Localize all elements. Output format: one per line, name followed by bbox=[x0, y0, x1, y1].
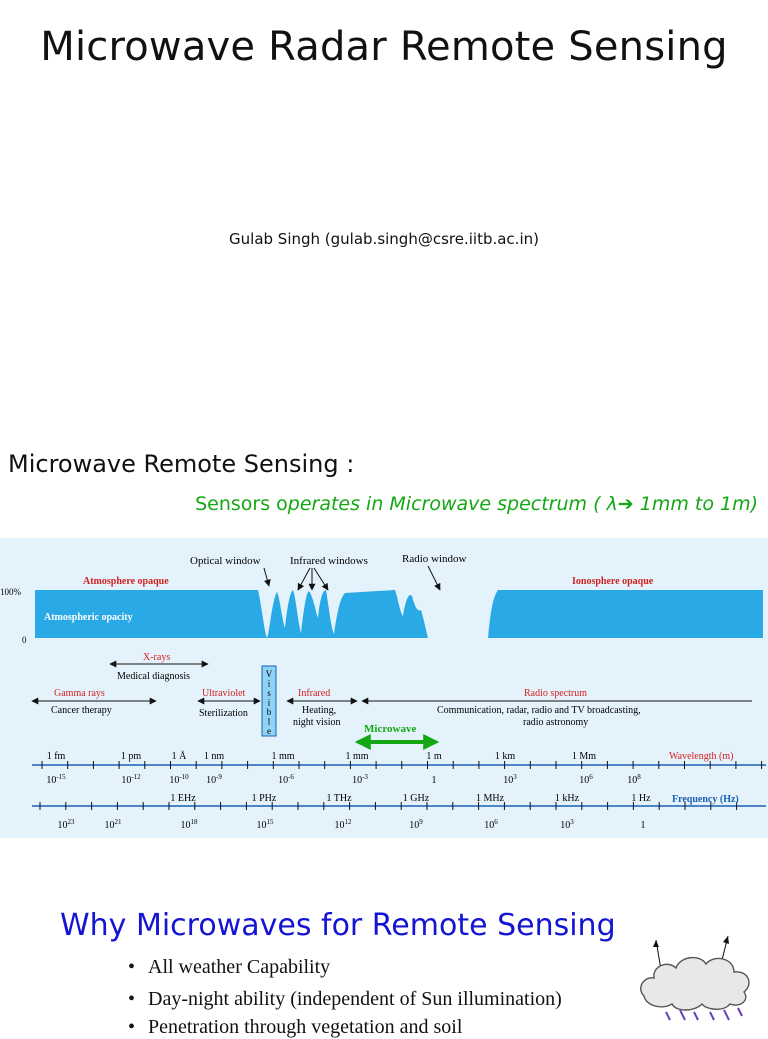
bullet-text: All weather Capability bbox=[148, 956, 331, 978]
frequency-unit-label: 1 Hz bbox=[631, 793, 651, 804]
wavelength-exponent-label: 103 bbox=[503, 773, 517, 786]
wavelength-unit-label: 1 fm bbox=[47, 751, 66, 762]
gamma-label: Gamma rays bbox=[54, 688, 105, 699]
heating-label: Heating, bbox=[302, 705, 336, 716]
wavelength-exponent-label: 106 bbox=[579, 773, 593, 786]
wavelength-unit-label: 1 nm bbox=[204, 751, 225, 762]
visible-letter: l bbox=[268, 717, 271, 727]
wavelength-exponent-label: 10-12 bbox=[121, 773, 141, 786]
frequency-exponent-label: 1021 bbox=[105, 818, 123, 831]
bullet-text: Penetration through vegetation and soil bbox=[148, 1016, 463, 1038]
subtitle-part-a: Sensors o bbox=[195, 493, 288, 515]
y-bottom-label: 0 bbox=[22, 635, 27, 645]
uv-label: Ultraviolet bbox=[202, 688, 246, 699]
sterilization-label: Sterilization bbox=[199, 708, 248, 719]
ir-arrow-1 bbox=[297, 567, 311, 591]
wavelength-unit-label: 1 mm bbox=[345, 751, 368, 762]
slide-title: Microwave Radar Remote Sensing bbox=[40, 24, 728, 70]
wavelength-unit-labels: 1 fm 1 pm 1 Å 1 nm 1 mm 1 mm 1 m 1 km 1 Mm bbox=[47, 750, 597, 762]
wavelength-exponent-label: 108 bbox=[627, 773, 641, 786]
spectrum-diagram: Atmospheric opacity 100% 0 Atmosphere op… bbox=[0, 553, 766, 831]
wavelength-unit-label: 1 m bbox=[426, 751, 442, 762]
wavelength-exponent-labels: 10-15 10-12 10-10 10-9 10-6 10-3 1 103 106 108 bbox=[46, 773, 641, 786]
bullet-item: • Day-night ability (independent of Sun i… bbox=[128, 988, 562, 1011]
storm-cloud-icon bbox=[640, 935, 750, 1021]
frequency-unit-label: 1 PHz bbox=[252, 793, 277, 804]
wavelength-unit-label: 1 Mm bbox=[572, 751, 596, 762]
bullet-icon: • bbox=[128, 1016, 136, 1038]
frequency-axis-label: Frequency (Hz) bbox=[672, 794, 739, 805]
bullet-item: • Penetration through vegetation and soil bbox=[128, 1016, 462, 1039]
visible-letter: e bbox=[267, 726, 271, 736]
visible-letter: b bbox=[267, 707, 272, 717]
wavelength-exponent-label: 10-10 bbox=[169, 773, 189, 786]
section-heading-why: Why Microwaves for Remote Sensing bbox=[60, 908, 616, 943]
wavelength-ticks bbox=[41, 761, 763, 769]
medical-label: Medical diagnosis bbox=[117, 671, 190, 682]
frequency-exponent-label: 1023 bbox=[58, 818, 76, 831]
visible-letter: i bbox=[268, 679, 271, 689]
radio-uses-2: radio astronomy bbox=[523, 717, 588, 728]
night-vision-label: night vision bbox=[293, 717, 341, 728]
subtitle-part-b: perates in Microwave spectrum ( λ bbox=[287, 493, 618, 515]
infrared-label: Infrared bbox=[298, 688, 330, 699]
wavelength-unit-label: 1 mm bbox=[271, 751, 294, 762]
frequency-exponent-label: 1018 bbox=[181, 818, 199, 831]
arrow-icon: ➔ bbox=[617, 493, 634, 515]
opacity-label: Atmospheric opacity bbox=[44, 612, 133, 623]
y-top-label: 100% bbox=[0, 587, 22, 597]
wavelength-unit-label: 1 Å bbox=[172, 750, 188, 762]
subtitle-part-c: 1mm to 1m) bbox=[633, 493, 758, 515]
wavelength-axis-label: Wavelength (m) bbox=[669, 751, 733, 762]
section-heading-microwave: Microwave Remote Sensing : bbox=[8, 450, 355, 478]
xrays-label: X-rays bbox=[143, 652, 170, 663]
wavelength-exponent-label: 10-15 bbox=[46, 773, 66, 786]
cancer-label: Cancer therapy bbox=[51, 705, 112, 716]
frequency-exponent-label: 109 bbox=[409, 818, 423, 831]
wavelength-exponent-label: 10-9 bbox=[206, 773, 222, 786]
frequency-exponent-label: 1015 bbox=[257, 818, 275, 831]
wavelength-unit-label: 1 pm bbox=[121, 751, 142, 762]
radio-uses-1: Communication, radar, radio and TV broad… bbox=[437, 705, 641, 716]
visible-letter: V bbox=[266, 669, 273, 679]
author-line: Gulab Singh (gulab.singh@csre.iitb.ac.in… bbox=[229, 230, 539, 248]
wavelength-exponent-label: 1 bbox=[432, 775, 437, 786]
opacity-band bbox=[35, 590, 763, 638]
frequency-exponent-label: 106 bbox=[484, 818, 498, 831]
bullet-item: • All weather Capability bbox=[128, 956, 330, 979]
wavelength-exponent-label: 10-6 bbox=[278, 773, 294, 786]
radio-window-arrow bbox=[427, 565, 441, 591]
spectrum-figure: Atmospheric opacity 100% 0 Atmosphere op… bbox=[0, 538, 768, 838]
frequency-exponent-label: 1012 bbox=[335, 818, 353, 831]
infrared-windows-label: Infrared windows bbox=[290, 555, 368, 567]
optical-window-label: Optical window bbox=[190, 555, 261, 567]
atmosphere-opaque-label: Atmosphere opaque bbox=[83, 576, 169, 587]
radio-spectrum-label: Radio spectrum bbox=[524, 688, 587, 699]
bullet-icon: • bbox=[128, 988, 136, 1010]
frequency-unit-label: 1 kHz bbox=[555, 793, 580, 804]
bullet-icon: • bbox=[128, 956, 136, 978]
frequency-exponent-label: 103 bbox=[560, 818, 574, 831]
frequency-unit-label: 1 THz bbox=[326, 793, 352, 804]
frequency-unit-label: 1 GHz bbox=[403, 793, 430, 804]
microwave-label: Microwave bbox=[364, 723, 416, 735]
radio-window-label: Radio window bbox=[402, 553, 467, 565]
section-subtitle: Sensors operates in Microwave spectrum (… bbox=[195, 493, 758, 515]
visible-letter: s bbox=[267, 688, 271, 698]
ir-arrow-3 bbox=[313, 567, 329, 591]
wavelength-unit-label: 1 km bbox=[495, 751, 516, 762]
optical-window-arrow bbox=[263, 567, 271, 587]
frequency-ticks bbox=[39, 802, 738, 810]
frequency-unit-label: 1 EHz bbox=[170, 793, 196, 804]
visible-band bbox=[261, 665, 277, 737]
frequency-exponent-label: 1 bbox=[641, 820, 646, 831]
frequency-exponent-labels: 1023 1021 1018 1015 1012 109 106 103 1 bbox=[58, 818, 646, 831]
visible-letter: i bbox=[268, 698, 271, 708]
ionosphere-opaque-label: Ionosphere opaque bbox=[572, 576, 654, 587]
frequency-unit-label: 1 MHz bbox=[476, 793, 505, 804]
frequency-unit-labels: 1 EHz 1 PHz 1 THz 1 GHz 1 MHz 1 kHz 1 Hz bbox=[170, 793, 651, 804]
bullet-text: Day-night ability (independent of Sun il… bbox=[148, 988, 562, 1010]
wavelength-exponent-label: 10-3 bbox=[352, 773, 368, 786]
